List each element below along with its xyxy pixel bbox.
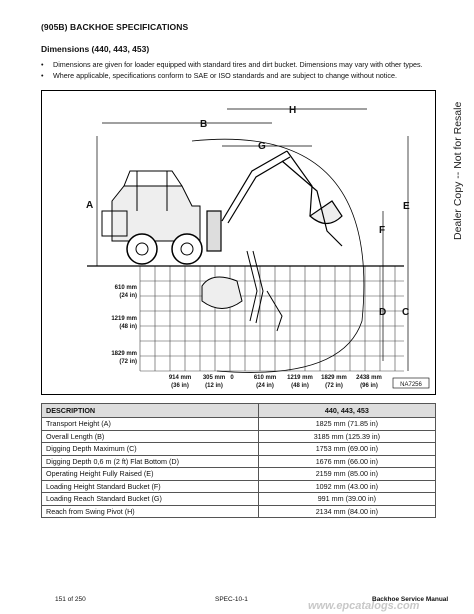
row-description: Operating Height Fully Raised (E) (41, 467, 259, 481)
row-description: Digging Depth Maximum (C) (41, 442, 259, 456)
reach-label-in: (96 in) (360, 383, 378, 389)
reach-label-in: (48 in) (291, 383, 309, 389)
front-hub (180, 242, 194, 256)
rear-wheel (126, 233, 158, 265)
row-value: 2159 mm (85.00 in) (257, 467, 437, 481)
row-description: Reach from Swing Pivot (H) (41, 504, 259, 518)
row-description: Digging Depth 0,6 m (2 ft) Flat Bottom (… (41, 454, 259, 468)
row-value: 1825 mm (71.85 in) (257, 417, 437, 431)
row-value: 1676 mm (66.00 in) (257, 454, 437, 468)
table-row: Overall Length (B)3185 mm (125.39 in) (41, 429, 437, 443)
table-row: Loading Height Standard Bucket (F)1092 m… (41, 479, 437, 493)
dealer-copy-notice: Dealer Copy -- Not for Resale (452, 101, 464, 240)
figure-id: NA7256 (400, 382, 422, 388)
table-row: Operating Height Fully Raised (E)2159 mm… (41, 467, 437, 481)
front-wheel (171, 233, 203, 265)
table-row: Digging Depth Maximum (C)1753 mm (69.00 … (41, 442, 437, 456)
table-row: Transport Height (A)1825 mm (71.85 in) (41, 417, 437, 431)
table-row: Loading Reach Standard Bucket (G)991 mm … (41, 492, 437, 506)
watermark: www.epcatalogs.com (308, 600, 420, 612)
dimension-letter-f: F (379, 225, 385, 236)
page-number: 151 of 250 (55, 596, 86, 603)
reach-label-in: (12 in) (205, 383, 223, 389)
note-item: • Dimensions are given for loader equippe… (41, 60, 461, 69)
reach-label-in: (72 in) (325, 383, 343, 389)
reach-label-mm: 305 mm (203, 375, 225, 381)
table-row: Reach from Swing Pivot (H)2134 mm (84.00… (41, 504, 437, 518)
depth-label-in: (24 in) (119, 293, 137, 299)
reach-label-mm: 1219 mm (287, 375, 313, 381)
reach-label-in: (24 in) (256, 383, 274, 389)
dimension-letter-b: B (200, 119, 207, 130)
rear-hub (135, 242, 149, 256)
dig-grid (139, 265, 404, 372)
depth-label-mm: 610 mm (115, 285, 137, 291)
note-text: Where applicable, specifications conform… (53, 71, 397, 80)
description-header: DESCRIPTION (41, 403, 259, 418)
row-description: Transport Height (A) (41, 417, 259, 431)
depth-label-in: (72 in) (119, 359, 137, 365)
reach-label-in: (36 in) (171, 383, 189, 389)
spec-code: SPEC-10-1 (215, 596, 248, 603)
bullet-icon: • (41, 60, 44, 69)
backhoe-diagram-svg: A B C D E F G H 610 mm (24 in) 1219 mm (… (86, 105, 430, 389)
dimension-lines (96, 108, 409, 371)
row-value: 2134 mm (84.00 in) (257, 504, 437, 518)
dimension-diagram: A B C D E F G H 610 mm (24 in) 1219 mm (… (41, 90, 436, 395)
reach-label-mm: 914 mm (169, 375, 191, 381)
note-text: Dimensions are given for loader equipped… (53, 60, 423, 69)
row-description: Overall Length (B) (41, 429, 259, 443)
note-item: • Where applicable, specifications confor… (41, 71, 461, 80)
table-header-row: DESCRIPTION 440, 443, 453 (41, 403, 437, 418)
row-value: 1753 mm (69.00 in) (257, 442, 437, 456)
reach-label-mm: 1829 mm (321, 375, 347, 381)
dimension-letter-a: A (86, 200, 93, 211)
models-header: 440, 443, 453 (257, 403, 437, 418)
section-title: (905B) BACKHOE SPECIFICATIONS (41, 22, 189, 32)
reach-label-mm: 0 (230, 375, 234, 381)
dimension-letter-h: H (289, 105, 296, 116)
loader-body (101, 170, 201, 242)
depth-label-mm: 1219 mm (111, 316, 137, 322)
backhoe-digging (201, 250, 283, 332)
dimension-letter-c: C (402, 307, 409, 318)
depth-label-mm: 1829 mm (111, 351, 137, 357)
row-value: 991 mm (39.00 in) (257, 492, 437, 506)
dimension-letter-e: E (403, 201, 410, 212)
row-description: Loading Reach Standard Bucket (G) (41, 492, 259, 506)
bullet-icon: • (41, 71, 44, 80)
dimensions-title: Dimensions (440, 443, 453) (41, 44, 150, 54)
reach-label-mm: 610 mm (254, 375, 276, 381)
manual-title: Backhoe Service Manual (372, 596, 449, 603)
row-value: 3185 mm (125.39 in) (257, 429, 437, 443)
figure-id-box (392, 377, 430, 389)
table-row: Digging Depth 0,6 m (2 ft) Flat Bottom (… (41, 454, 437, 468)
row-description: Loading Height Standard Bucket (F) (41, 479, 259, 493)
dimension-letter-g: G (258, 141, 266, 152)
reach-label-mm: 2438 mm (356, 375, 382, 381)
dimension-letter-d: D (379, 307, 386, 318)
spec-table: DESCRIPTION 440, 443, 453 Transport Heig… (41, 403, 437, 518)
row-value: 1092 mm (43.00 in) (257, 479, 437, 493)
reach-arc (191, 138, 365, 373)
depth-label-in: (48 in) (119, 324, 137, 330)
backhoe-raised (206, 150, 343, 252)
